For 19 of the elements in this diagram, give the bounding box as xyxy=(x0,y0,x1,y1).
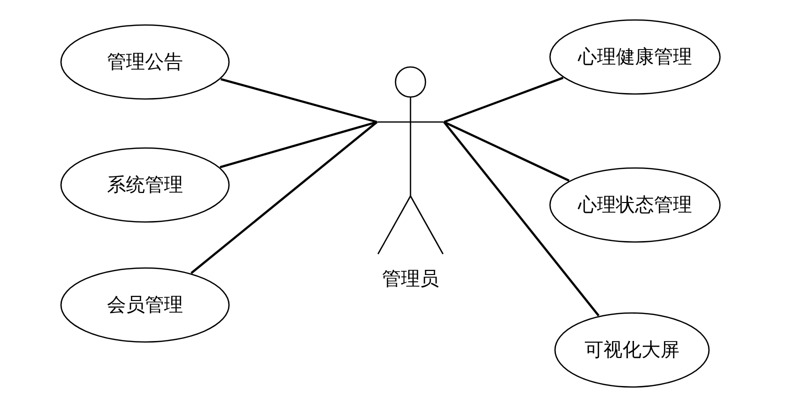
use-case-ellipse xyxy=(549,167,721,243)
use-case-label: 会员管理 xyxy=(106,293,184,318)
association-line xyxy=(220,78,378,124)
use-case-ellipse xyxy=(554,312,710,388)
association-line xyxy=(443,121,600,316)
use-case-ellipse xyxy=(60,24,230,100)
association-line xyxy=(444,121,570,182)
use-case-label: 系统管理 xyxy=(106,173,184,198)
use-case-label: 管理公告 xyxy=(106,50,184,75)
association-line xyxy=(444,76,564,124)
use-case-ellipse xyxy=(549,19,721,95)
actor-label: 管理员 xyxy=(381,267,440,292)
use-case-label: 心理健康管理 xyxy=(576,45,693,70)
use-case-label: 心理状态管理 xyxy=(576,193,693,218)
association-line xyxy=(190,121,378,274)
use-case-label: 可视化大屏 xyxy=(584,338,680,363)
use-case-ellipse xyxy=(60,147,230,223)
use-case-ellipse xyxy=(60,267,230,343)
association-line xyxy=(220,120,378,168)
